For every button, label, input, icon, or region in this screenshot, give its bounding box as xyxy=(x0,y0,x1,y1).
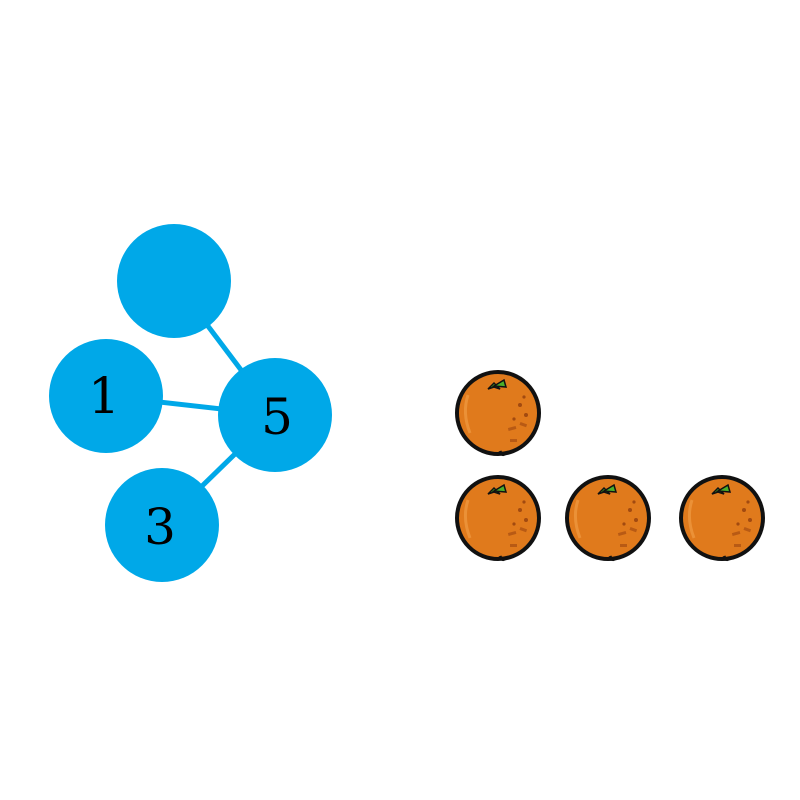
whole-node-5: 5 xyxy=(218,358,332,472)
orange-icon xyxy=(455,475,541,562)
orange-icon xyxy=(565,475,651,562)
orange-icon xyxy=(679,475,765,562)
part-node-1-label: 1 xyxy=(88,367,120,425)
orange-row-2 xyxy=(455,475,765,562)
whole-node-5-label: 5 xyxy=(261,388,293,446)
part-node-3-label: 3 xyxy=(144,498,176,556)
part-node-3: 3 xyxy=(105,468,219,582)
part-node-empty[interactable] xyxy=(117,224,231,338)
orange-row-1 xyxy=(455,370,541,457)
orange-icon xyxy=(455,370,541,457)
part-node-1: 1 xyxy=(49,339,163,453)
